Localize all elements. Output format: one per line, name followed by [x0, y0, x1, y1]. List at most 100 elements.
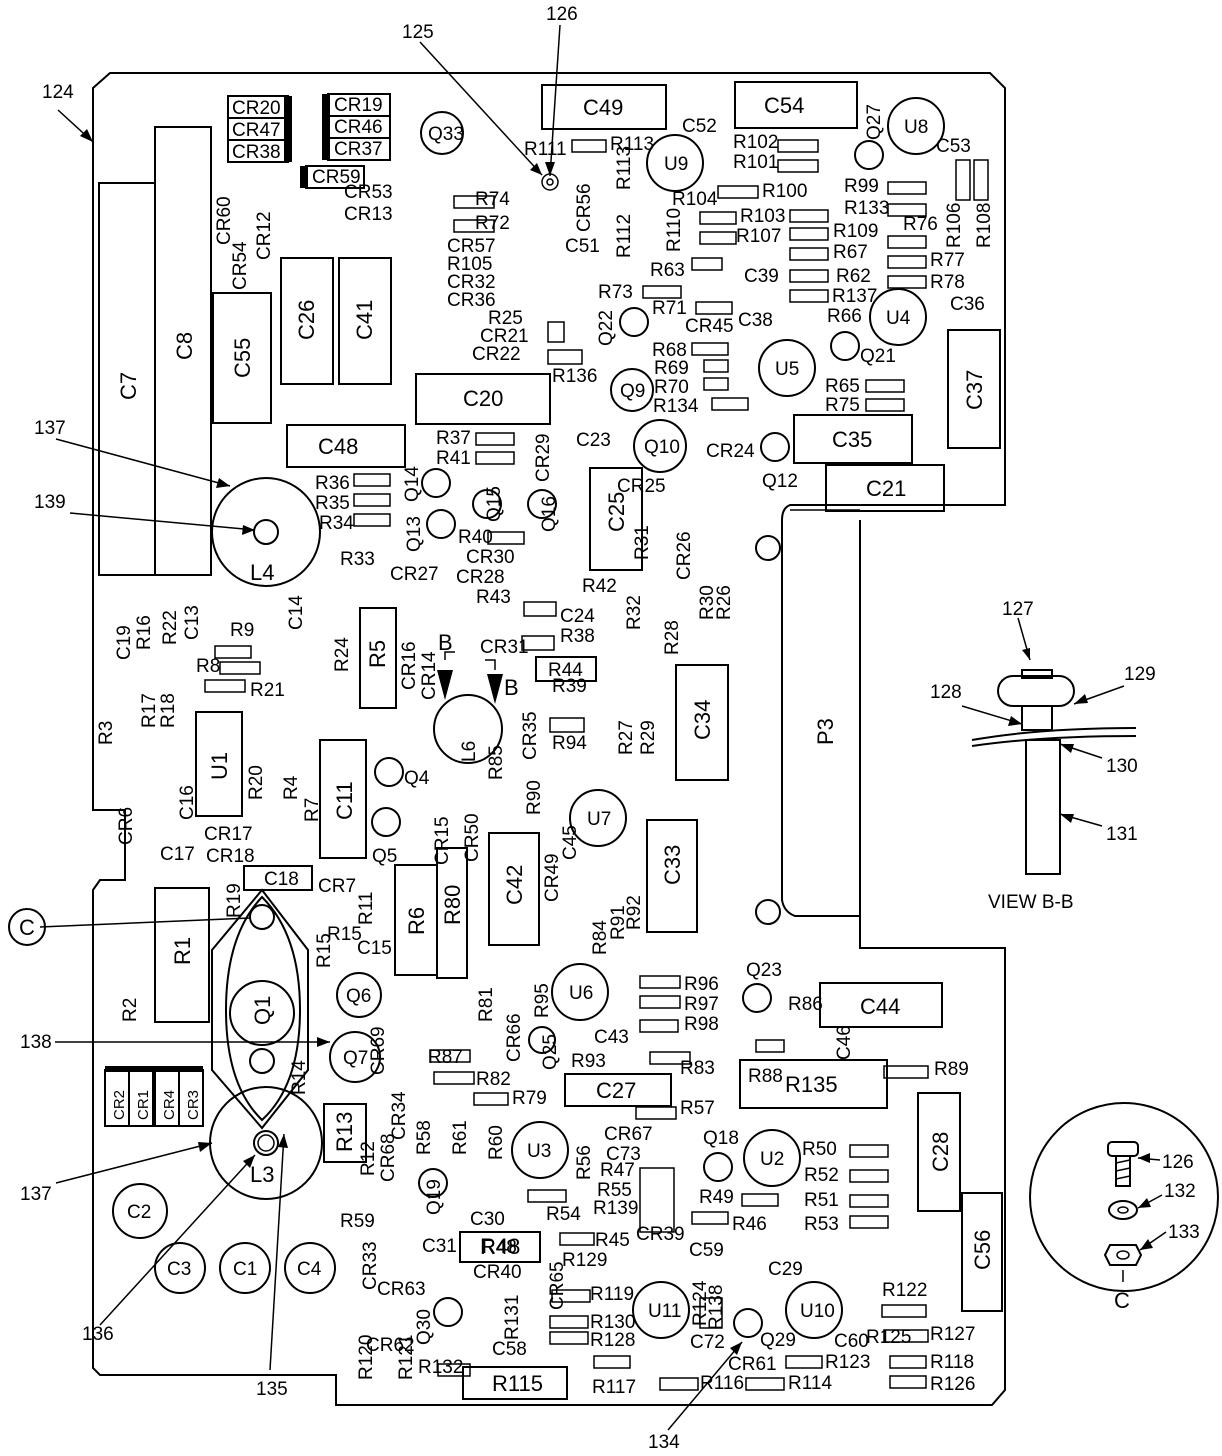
svg-text:Q30: Q30	[414, 1309, 435, 1345]
svg-text:CR20: CR20	[232, 98, 281, 119]
part-label-c21: C21	[866, 476, 906, 501]
component-label-c30: C30	[470, 1209, 505, 1230]
svg-text:R17: R17	[139, 693, 160, 728]
svg-text:CR3: CR3	[185, 1090, 202, 1120]
component-label-c72: C72	[690, 1332, 725, 1353]
svg-text:CR34: CR34	[389, 1091, 410, 1140]
component-label-r59: R59	[340, 1211, 375, 1232]
component-label-c23: C23	[576, 430, 611, 451]
svg-text:126: 126	[1162, 1152, 1194, 1173]
svg-text:R7: R7	[302, 798, 323, 822]
component-label-cr27: CR27	[390, 564, 439, 585]
svg-text:Q10: Q10	[644, 437, 680, 458]
svg-text:137: 137	[34, 418, 66, 439]
component-label-r54: R54	[546, 1204, 581, 1225]
svg-text:Q1: Q1	[250, 996, 275, 1025]
svg-text:R90: R90	[524, 780, 545, 815]
svg-text:U4: U4	[886, 308, 911, 329]
board-outline	[92, 72, 1006, 1406]
svg-text:CR38: CR38	[232, 142, 281, 163]
component-label-r25: R25	[488, 308, 523, 329]
component-label-r128: R128	[590, 1330, 635, 1351]
part-label-r48: R48	[480, 1234, 520, 1259]
svg-text:C2: C2	[127, 1202, 151, 1223]
component-label-c51: C51	[565, 236, 600, 257]
svg-text:Q16: Q16	[539, 496, 560, 532]
svg-text:CR37: CR37	[334, 139, 383, 160]
svg-text:Q25: Q25	[540, 1034, 561, 1070]
svg-text:CR14: CR14	[419, 651, 440, 700]
part-r80	[436, 847, 468, 979]
connector-p3: P3	[813, 718, 838, 745]
diode-block-cr1-4: CR2 CR1 CR4 CR3	[104, 1066, 204, 1127]
svg-text:CR66: CR66	[504, 1013, 525, 1062]
component-label-cr24: CR24	[706, 441, 755, 462]
part-label-r115: R115	[492, 1371, 543, 1396]
component-label-r55: R55	[597, 1180, 632, 1201]
svg-text:R4: R4	[281, 775, 302, 800]
component-label-c59: C59	[689, 1240, 724, 1261]
component-label-r63: R63	[650, 260, 685, 281]
part-c34	[675, 664, 729, 781]
part-c20	[415, 373, 551, 425]
screw-126-symbol	[541, 173, 559, 191]
svg-text:Q13: Q13	[404, 516, 425, 552]
svg-text:R81: R81	[476, 987, 497, 1022]
part-c8	[154, 126, 212, 576]
svg-text:Q14: Q14	[402, 466, 423, 502]
svg-text:137: 137	[20, 1184, 52, 1205]
component-label-cr28: CR28	[456, 567, 505, 588]
svg-text:C17: C17	[160, 844, 195, 865]
component-label-r100: R100	[762, 181, 807, 202]
svg-text:138: 138	[20, 1032, 52, 1053]
svg-text:R14: R14	[289, 1060, 310, 1095]
component-label-c31: C31	[422, 1236, 457, 1257]
svg-text:130: 130	[1106, 756, 1138, 777]
part-c18	[243, 865, 313, 891]
coil-l4: L4	[211, 477, 321, 587]
svg-text:CR50: CR50	[462, 813, 483, 862]
svg-text:CR63: CR63	[377, 1279, 426, 1300]
svg-text:R61: R61	[450, 1120, 471, 1155]
component-label-r50: R50	[802, 1139, 837, 1160]
component-label-r136: R136	[552, 366, 597, 387]
svg-text:C3: C3	[167, 1259, 191, 1280]
svg-text:R110: R110	[664, 208, 685, 252]
svg-text:R22: R22	[160, 610, 181, 645]
svg-text:126: 126	[546, 4, 578, 25]
svg-text:CR65: CR65	[547, 1261, 568, 1310]
component-label-r139: R139	[593, 1198, 638, 1219]
svg-text:C4: C4	[297, 1259, 322, 1280]
svg-text:R120: R120	[356, 1335, 377, 1380]
svg-text:Q21: Q21	[860, 346, 896, 367]
component-label-r125: R125	[866, 1327, 911, 1348]
component-label-r129: R129	[562, 1250, 607, 1271]
component-label-cr30: CR30	[466, 547, 515, 568]
svg-text:R16: R16	[134, 615, 155, 650]
small-component-pads	[204, 139, 989, 1391]
part-c35	[793, 414, 913, 464]
svg-text:R29: R29	[638, 720, 659, 755]
svg-text:R20: R20	[246, 765, 267, 800]
part-r44	[535, 656, 597, 682]
svg-text:R60: R60	[486, 1125, 507, 1160]
component-label-r48: R48	[482, 1237, 517, 1258]
part-c42	[488, 832, 540, 946]
callout-leaders	[39, 24, 743, 1431]
svg-text:CR56: CR56	[574, 183, 595, 232]
part-r48	[459, 1231, 541, 1263]
component-label-r96: R96	[684, 974, 719, 995]
svg-text:CR12: CR12	[254, 211, 275, 260]
svg-text:CR69: CR69	[368, 1026, 389, 1075]
part-label-c55: C55	[230, 338, 255, 378]
component-label-r39: R39	[552, 676, 587, 697]
svg-text:R112: R112	[614, 214, 635, 258]
component-label-r82: R82	[476, 1069, 511, 1090]
component-label-r52: R52	[804, 1165, 839, 1186]
component-label-r9: R9	[230, 620, 254, 641]
component-label-r101: R101	[733, 152, 778, 173]
part-c56	[961, 1192, 1003, 1312]
component-label-r109: R109	[833, 221, 878, 242]
component-label-cr61: CR61	[728, 1354, 777, 1375]
svg-text:L6: L6	[459, 741, 480, 762]
